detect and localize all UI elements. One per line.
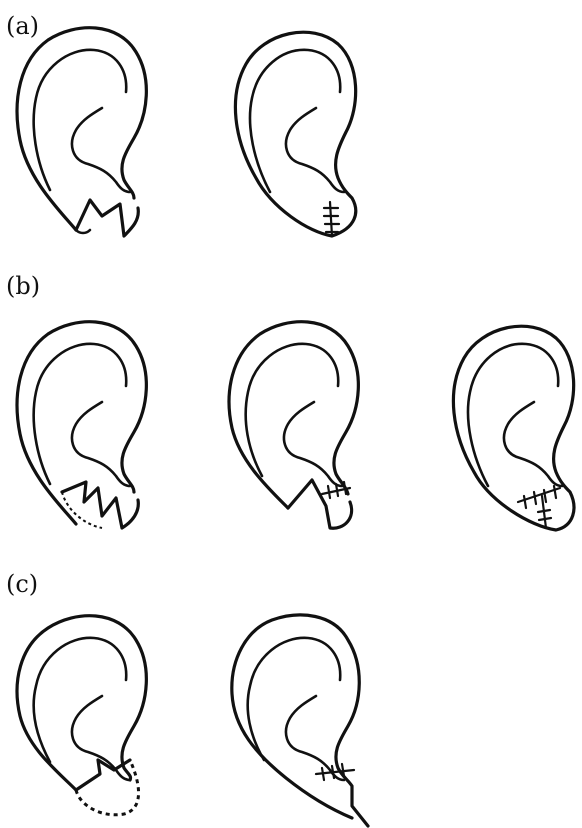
ear-c1-lobe-defect — [17, 616, 146, 815]
ear-c2-flap-closure — [232, 615, 368, 826]
ear-b1-zigzag-incision — [17, 322, 146, 528]
ear-b2-partial-closure — [229, 322, 358, 529]
ear-b3-completed-repair — [453, 326, 574, 530]
ear-a2-sutured-lobe — [235, 32, 355, 236]
ear-a1-earlobe-cleft — [17, 28, 146, 236]
